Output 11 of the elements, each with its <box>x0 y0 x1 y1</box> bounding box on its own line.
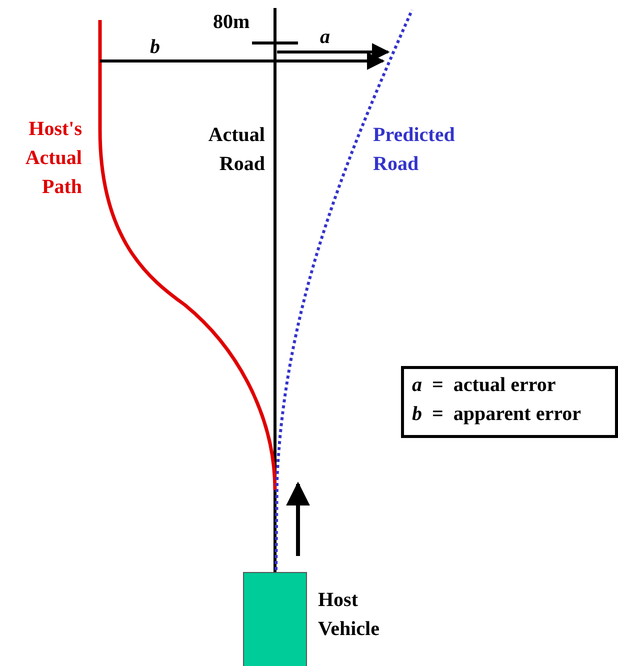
distance-label: 80m <box>213 10 251 35</box>
legend-box <box>401 366 618 438</box>
road-label: Actual Road <box>207 123 265 177</box>
path-label: Host's Actual Path <box>24 117 82 200</box>
dimension-label: a <box>320 25 331 50</box>
dimension-label: b <box>150 35 161 60</box>
legend-text: a = actual error <box>412 373 556 398</box>
vehicle-caption: Host Vehicle <box>318 588 380 642</box>
road-label: Predicted Road <box>373 123 456 177</box>
legend-text: b = apparent error <box>412 402 581 427</box>
vehicle-box <box>243 572 307 666</box>
